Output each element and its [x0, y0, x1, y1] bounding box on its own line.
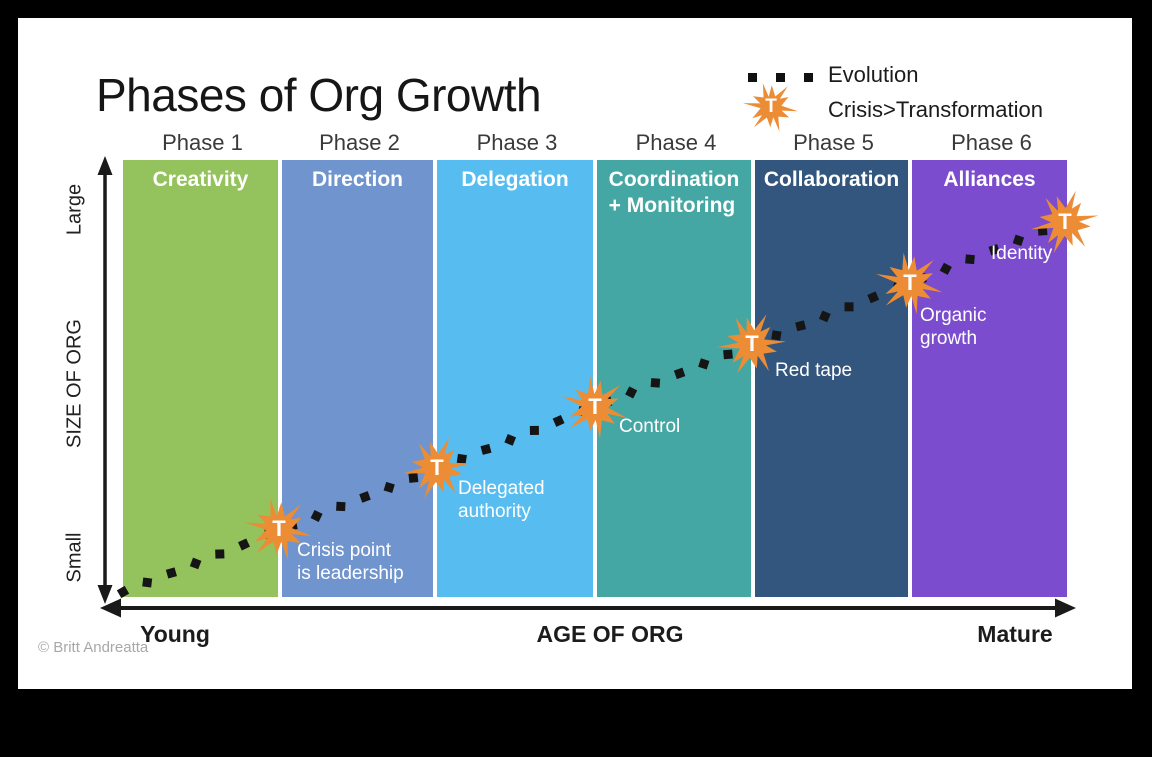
- crisis-label-line: authority: [458, 501, 531, 522]
- y-axis-top-label: Large: [63, 183, 86, 236]
- crisis-marker-letter: T: [745, 331, 759, 356]
- phase-name: Direction: [282, 167, 433, 193]
- phase-name-line: Creativity: [152, 168, 249, 191]
- legend: Evolution T Crisis>Transformation: [728, 60, 1108, 150]
- phase-header: Phase 2: [319, 130, 400, 155]
- evolution-dotted-line-icon: [804, 73, 813, 82]
- phase-name: Coordination + Monitoring: [609, 167, 740, 219]
- phase-header: Phase 3: [476, 130, 558, 155]
- crisis-label-line: growth: [920, 328, 978, 349]
- crisis-starburst-icon: T: [1029, 186, 1101, 258]
- page-title: Phases of Org Growth: [96, 69, 542, 121]
- legend-evolution-label: Evolution: [828, 62, 919, 87]
- phase-name-line: Alliances: [943, 168, 1036, 191]
- crisis-marker-letter: T: [430, 455, 444, 480]
- phase-name-line: Coordination: [608, 168, 740, 191]
- crisis-marker-letter: T: [1058, 209, 1072, 234]
- phase-name: Creativity: [123, 167, 278, 193]
- evolution-dotted-line-icon: [748, 73, 757, 82]
- phase-name: Delegation: [437, 167, 593, 193]
- crisis-label-line: Delegated: [458, 478, 545, 499]
- evolution-dotted-line-icon: [776, 73, 785, 82]
- crisis-starburst-icon: T: [559, 371, 631, 443]
- crisis-label-line: Organic: [920, 305, 987, 326]
- crisis-label-line: is leadership: [297, 563, 404, 584]
- crisis-label: Identity: [991, 242, 1052, 265]
- crisis-marker-letter: T: [903, 270, 917, 295]
- crisis-label-line: Control: [619, 416, 681, 437]
- phase-header: Phase 5: [793, 130, 874, 155]
- y-axis-title: SIZE OF ORG: [63, 319, 86, 448]
- phase-band: Delegation: [437, 160, 593, 597]
- phase-header: Phase 1: [162, 130, 243, 155]
- phase-band: Collaboration: [755, 160, 908, 597]
- crisis-label-line: Crisis point: [297, 540, 391, 561]
- phase-name: Alliances: [912, 167, 1067, 193]
- crisis-marker-letter: T: [588, 394, 602, 419]
- diagram-card: Phases of Org Growth Evolution T Crisis>…: [18, 18, 1132, 689]
- crisis-marker-letter: T: [272, 516, 286, 541]
- x-axis-title: AGE OF ORG: [536, 621, 684, 647]
- phase-name: Collaboration: [755, 167, 908, 193]
- legend-crisis-label: Crisis>Transformation: [828, 97, 1043, 122]
- crisis-label: Red tape: [775, 359, 852, 382]
- y-axis-bottom-label: Small: [63, 532, 86, 583]
- phase-name-line: Collaboration: [763, 168, 900, 191]
- phase-name-line: + Monitoring: [608, 194, 736, 217]
- copyright: © Britt Andreatta: [38, 639, 149, 656]
- phase-name-line: Direction: [311, 168, 403, 191]
- crisis-label-line: Red tape: [775, 360, 853, 381]
- crisis-starburst-icon: T: [401, 432, 473, 504]
- x-axis-left-label: Young: [140, 621, 210, 647]
- crisis-label: Control: [619, 415, 680, 438]
- x-axis-right-label: Mature: [977, 621, 1053, 647]
- phase-header: Phase 4: [635, 130, 717, 155]
- crisis-starburst-icon: T: [742, 78, 800, 136]
- crisis-starburst-icon: T: [874, 247, 946, 319]
- crisis-marker-letter: T: [765, 96, 777, 117]
- phase-header: Phase 6: [951, 130, 1032, 155]
- crisis-starburst-icon: T: [716, 308, 788, 380]
- phase-name-line: Delegation: [461, 168, 569, 191]
- crisis-label-line: Identity: [991, 243, 1053, 264]
- crisis-starburst-icon: T: [243, 493, 315, 565]
- phase-band: Direction: [282, 160, 433, 597]
